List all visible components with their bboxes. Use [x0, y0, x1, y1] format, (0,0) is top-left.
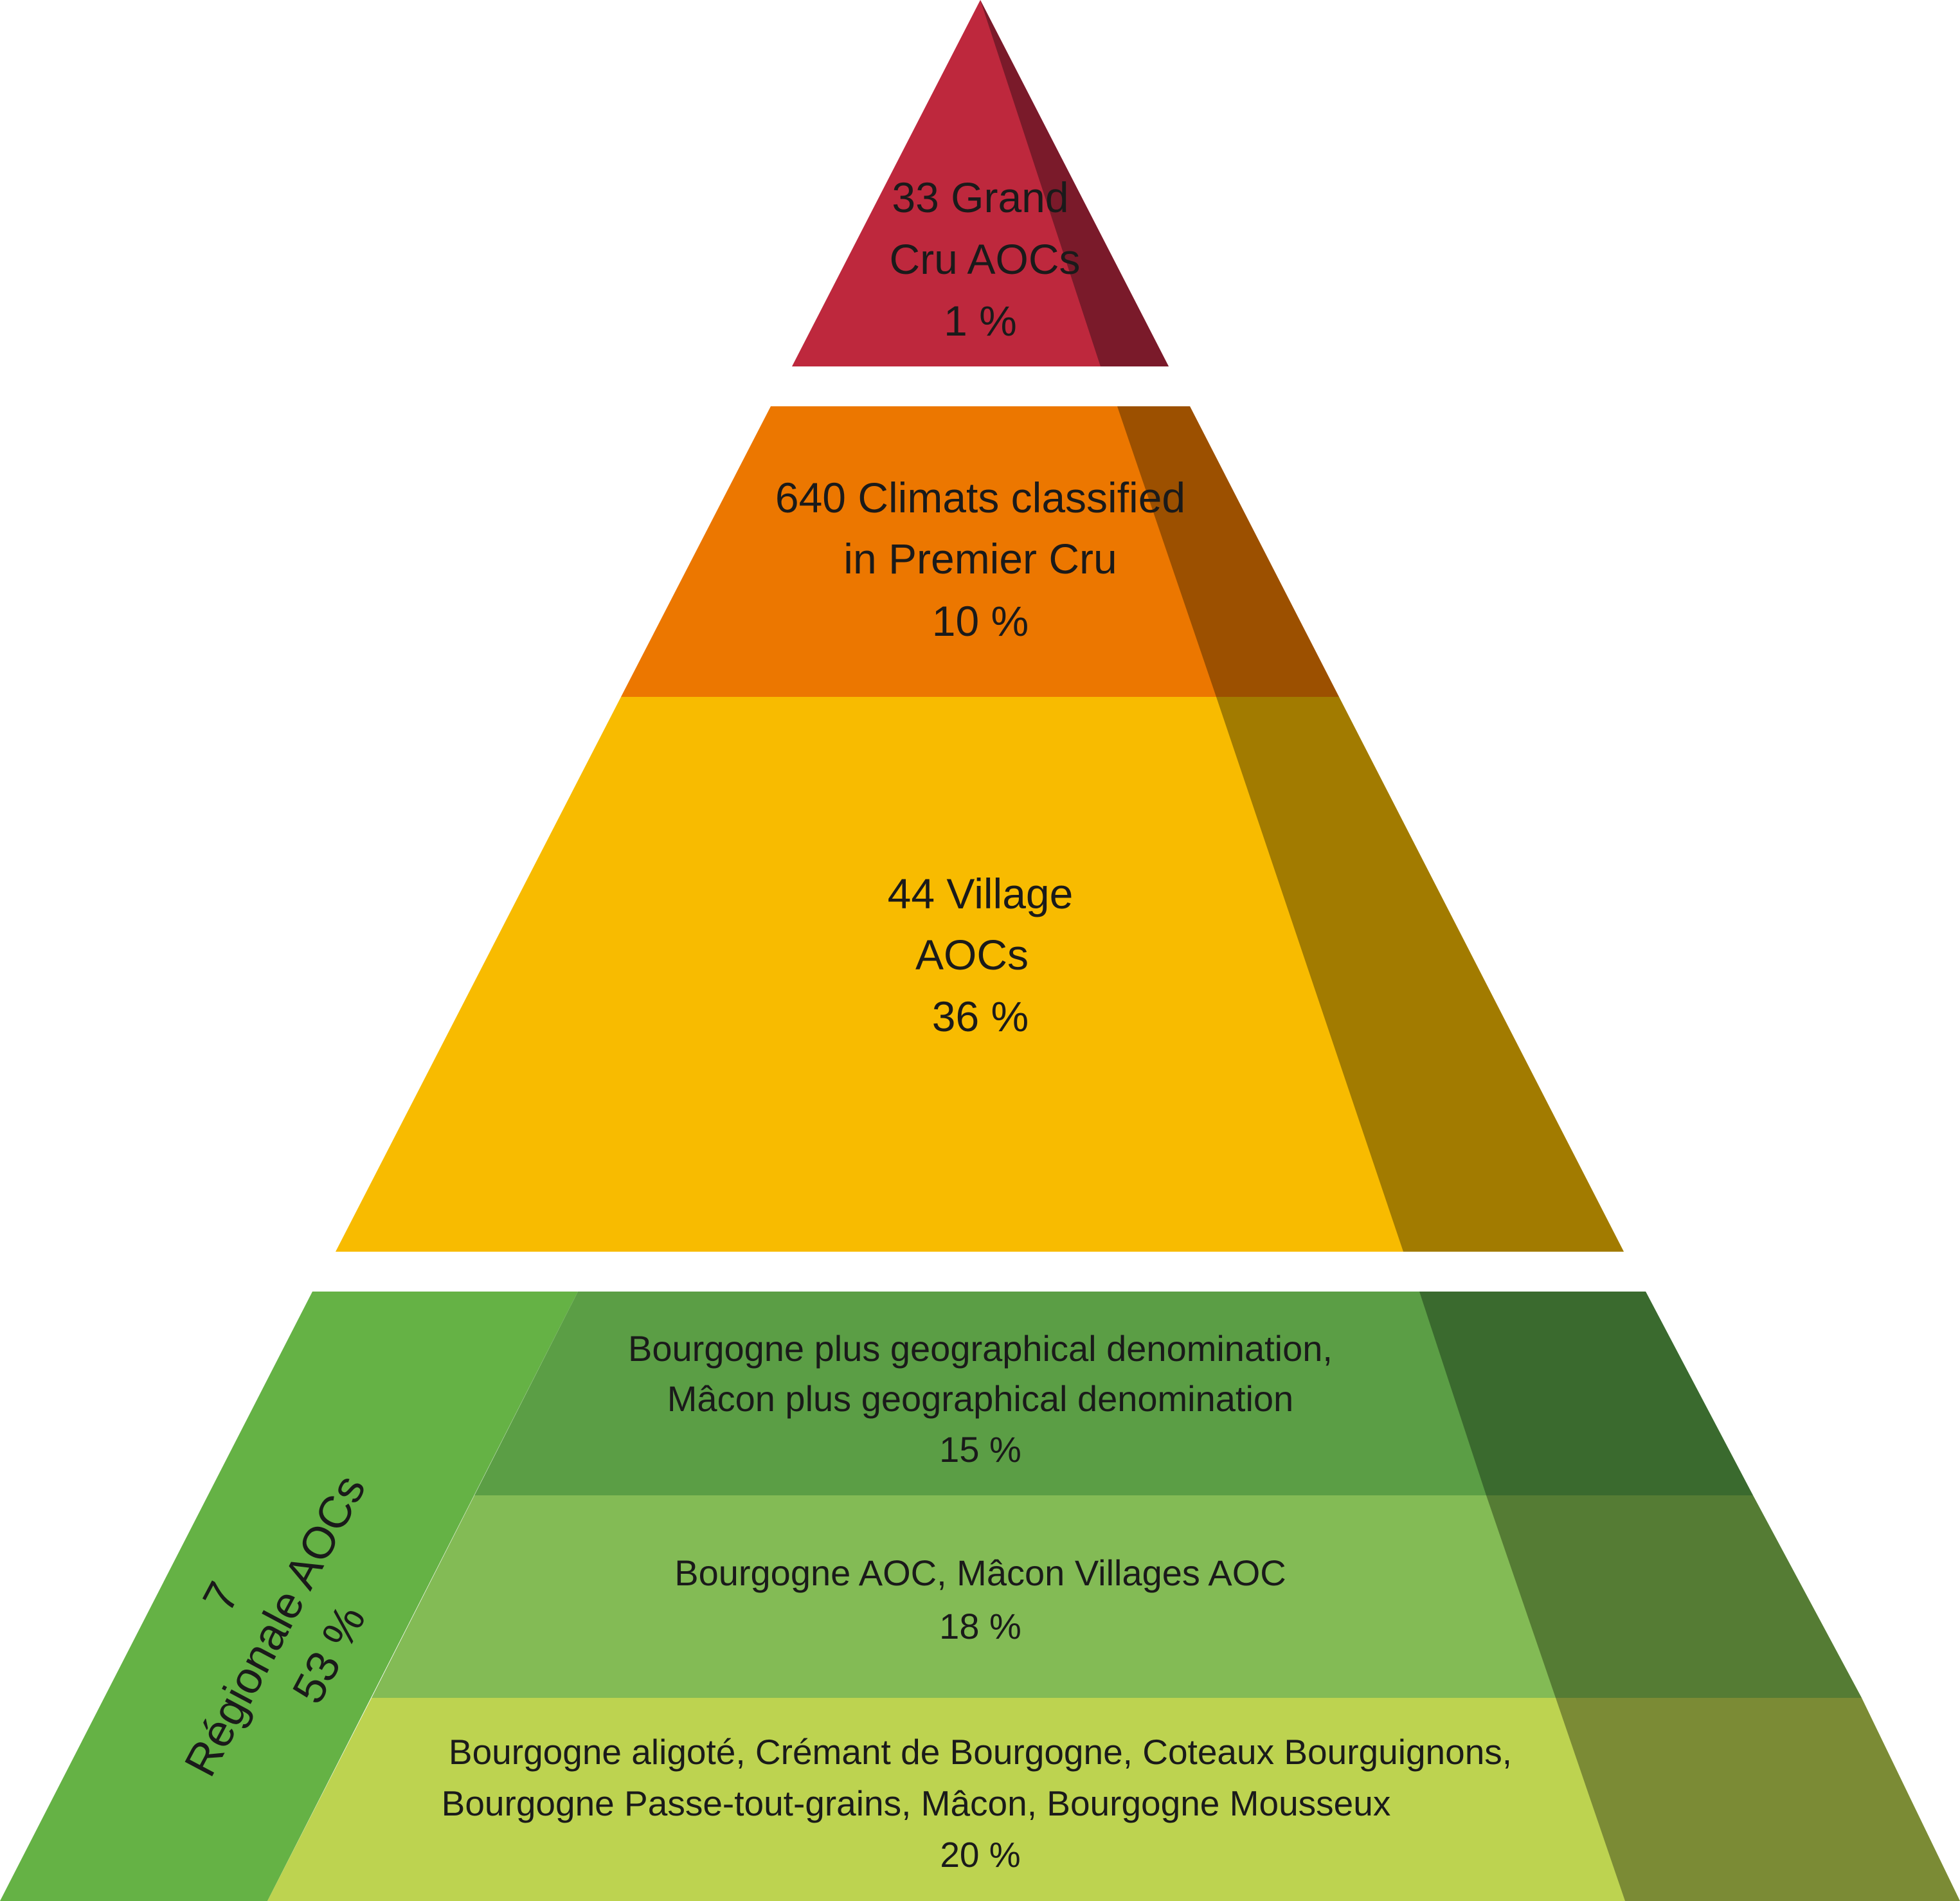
regionale-tier1-percent: 15 % — [939, 1429, 1021, 1470]
regionale-tier3-line1: Bourgogne aligoté, Crémant de Bourgogne,… — [449, 1732, 1512, 1772]
regionale-tier2-percent: 18 % — [939, 1606, 1021, 1646]
regionale-tier2-shade — [1486, 1495, 1862, 1698]
village-shade — [1216, 697, 1624, 1252]
tier-village: 44 Village AOCs 36 % — [336, 697, 1624, 1252]
regionale-tier1-shade — [1419, 1292, 1753, 1495]
regionale-tier3-face — [267, 1698, 1960, 1901]
grand-cru-shade — [980, 0, 1169, 366]
regionale-tier1-line1: Bourgogne plus geographical denomination… — [628, 1328, 1333, 1369]
grand-cru-percent: 1 % — [944, 297, 1017, 345]
tier-regionale: 7 Régionale AOCs 53 % Bourgogne plus geo… — [0, 1292, 1960, 1901]
premier-cru-line1: 640 Climats classified — [775, 474, 1185, 521]
village-line2: AOCs — [915, 931, 1029, 978]
regionale-tier3-shade — [1556, 1698, 1960, 1901]
premier-cru-percent: 10 % — [932, 597, 1029, 645]
tier-premier-cru: 640 Climats classified in Premier Cru 10… — [621, 406, 1339, 697]
regionale-tier3-percent: 20 % — [940, 1835, 1020, 1875]
regionale-tier2-face — [372, 1495, 1862, 1698]
premier-cru-line2: in Premier Cru — [843, 535, 1117, 582]
grand-cru-line2: Cru AOCs — [889, 235, 1080, 283]
premier-cru-shade — [1117, 406, 1339, 697]
regionale-tier2-line1: Bourgogne AOC, Mâcon Villages AOC — [674, 1553, 1286, 1593]
tier-grand-cru: 33 Grand Cru AOCs 1 % — [792, 0, 1169, 366]
village-percent: 36 % — [932, 993, 1029, 1040]
regionale-tier1-line2: Mâcon plus geographical denomination — [667, 1378, 1293, 1419]
regionale-tier3-line2: Bourgogne Passe-tout-grains, Mâcon, Bour… — [442, 1783, 1391, 1823]
grand-cru-line1: 33 Grand — [892, 174, 1068, 221]
village-line1: 44 Village — [888, 870, 1074, 917]
regionale-tier1-face — [474, 1292, 1753, 1495]
regionale-side-band — [0, 1292, 578, 1901]
